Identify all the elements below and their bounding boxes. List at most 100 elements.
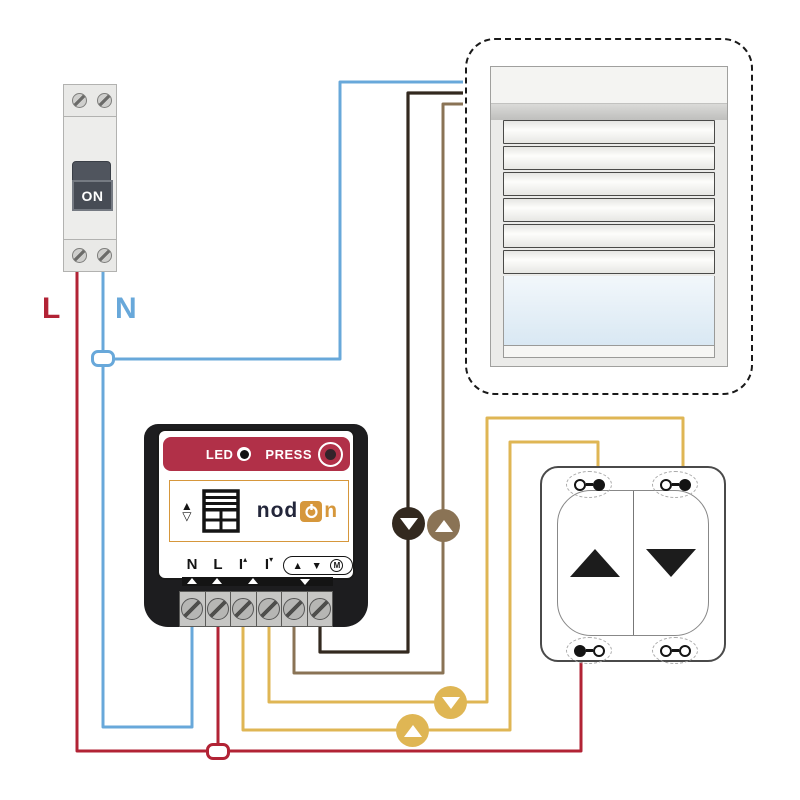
open-down-arrow-icon: ▽ [182, 509, 192, 523]
terminal-pin-open [659, 644, 672, 657]
breaker-bottom-terminals [64, 239, 116, 271]
shutter-roller-band [491, 104, 727, 120]
breaker-switch-handle [72, 161, 111, 182]
motor-up-marker [427, 509, 460, 542]
motor-down-marker [392, 507, 425, 540]
terminal-pointer-strip [182, 577, 333, 586]
up-arrow-icon [434, 519, 453, 532]
down-arrow-icon [399, 517, 418, 530]
terminal-pin-wired [678, 478, 691, 491]
roller-shutter-icon [202, 489, 240, 533]
motor-down-wire [318, 91, 463, 654]
pointer-down-icon [300, 579, 310, 585]
terminal-pin-wired [573, 644, 586, 657]
led-indicator-icon [237, 447, 252, 461]
line-junction [206, 743, 230, 760]
input-up-marker [396, 714, 429, 747]
module-product-label: ▲ ▽ nod n [169, 480, 349, 542]
motor-up-wire [292, 102, 463, 675]
screw-terminal-icon [206, 598, 229, 620]
rocker-up-button [558, 491, 634, 635]
pointer-up-icon [187, 578, 197, 584]
wall-switch-rocker [557, 490, 709, 636]
terminal-motor-up [282, 592, 308, 626]
down-arrow-icon [441, 696, 460, 709]
neutral-wire [101, 262, 194, 729]
switch-terminal-top-right [652, 471, 698, 498]
terminal-n [180, 592, 206, 626]
screw-terminal-icon [181, 598, 204, 620]
line-wire [75, 262, 583, 753]
terminal-bridge [671, 649, 679, 652]
terminal-bridge [585, 649, 593, 652]
terminal-i-down [257, 592, 282, 626]
nodon-logo: nod n [257, 499, 337, 523]
pointer-up-icon [248, 578, 258, 584]
breaker-on-label: ON [72, 180, 113, 211]
memory-button-label: M [330, 559, 344, 572]
terminal-l [206, 592, 231, 626]
terminal-pin-open [678, 644, 691, 657]
pointer-up-icon [212, 578, 222, 584]
line-label: L [42, 292, 61, 325]
logo-text-right: n [324, 499, 338, 522]
rocker-down-button [634, 491, 709, 635]
neutral-junction [91, 350, 115, 367]
neutral-label: N [115, 292, 137, 325]
switch-terminal-bottom-right [652, 637, 698, 664]
up-arrow-icon [570, 549, 621, 577]
up-arrow-icon: ▲ [180, 499, 193, 513]
screw-terminal-icon [72, 93, 87, 108]
screw-terminal-icon [283, 598, 306, 620]
screw-terminal-icon [97, 248, 112, 263]
down-arrow-icon [645, 549, 696, 577]
input-up-wire [241, 440, 600, 732]
window-glass [503, 276, 715, 346]
shutter-slat [503, 172, 715, 196]
terminal-pin-open [573, 478, 586, 491]
shutter-housing [491, 67, 727, 104]
up-arrow-icon [403, 724, 422, 737]
input-down-marker [434, 686, 467, 719]
breaker-top-terminals [64, 85, 116, 117]
terminal-bridge [585, 483, 593, 486]
power-icon [300, 500, 323, 522]
terminal-pin-wired [592, 478, 605, 491]
screw-terminal-icon [257, 598, 280, 620]
terminal-pin-open [592, 644, 605, 657]
circuit-breaker: ON [63, 84, 117, 272]
shutter-slat [503, 224, 715, 248]
screw-terminal-icon [232, 598, 255, 620]
input-down-wire [267, 416, 685, 704]
module-top-band: LED PRESS [163, 437, 350, 471]
shutter-slat [503, 250, 715, 274]
terminal-i-up [231, 592, 257, 626]
switch-terminal-bottom-left [566, 637, 612, 664]
shutter-slat [503, 120, 715, 144]
terminal-bridge [671, 483, 679, 486]
screw-terminal-icon [97, 93, 112, 108]
terminal-motor-down [308, 592, 333, 626]
shutter-slat [503, 146, 715, 170]
neutral-wire-to-window [103, 80, 463, 361]
shutter-updown-icon: ▲ ▽ [180, 499, 193, 523]
motor-down-label: ▼ [311, 559, 322, 572]
terminal-pin-open [659, 478, 672, 491]
window-sill [503, 346, 715, 358]
window-zone-outline [465, 38, 753, 395]
terminal-label-input-up: I▴ [238, 555, 248, 573]
led-label: LED [205, 446, 234, 462]
switch-terminal-top-left [566, 471, 612, 498]
screw-terminal-icon [72, 248, 87, 263]
terminal-label-line: L [213, 556, 223, 573]
motor-terminal-group: ▲ ▼ M [283, 556, 353, 575]
logo-text-left: nod [256, 499, 299, 522]
module-terminal-block [179, 591, 333, 627]
press-label: PRESS [265, 446, 312, 462]
terminal-label-input-down: I▾ [264, 555, 274, 573]
motor-up-label: ▲ [292, 559, 303, 572]
screw-terminal-icon [308, 598, 331, 620]
window-roller-shutter [490, 66, 728, 367]
